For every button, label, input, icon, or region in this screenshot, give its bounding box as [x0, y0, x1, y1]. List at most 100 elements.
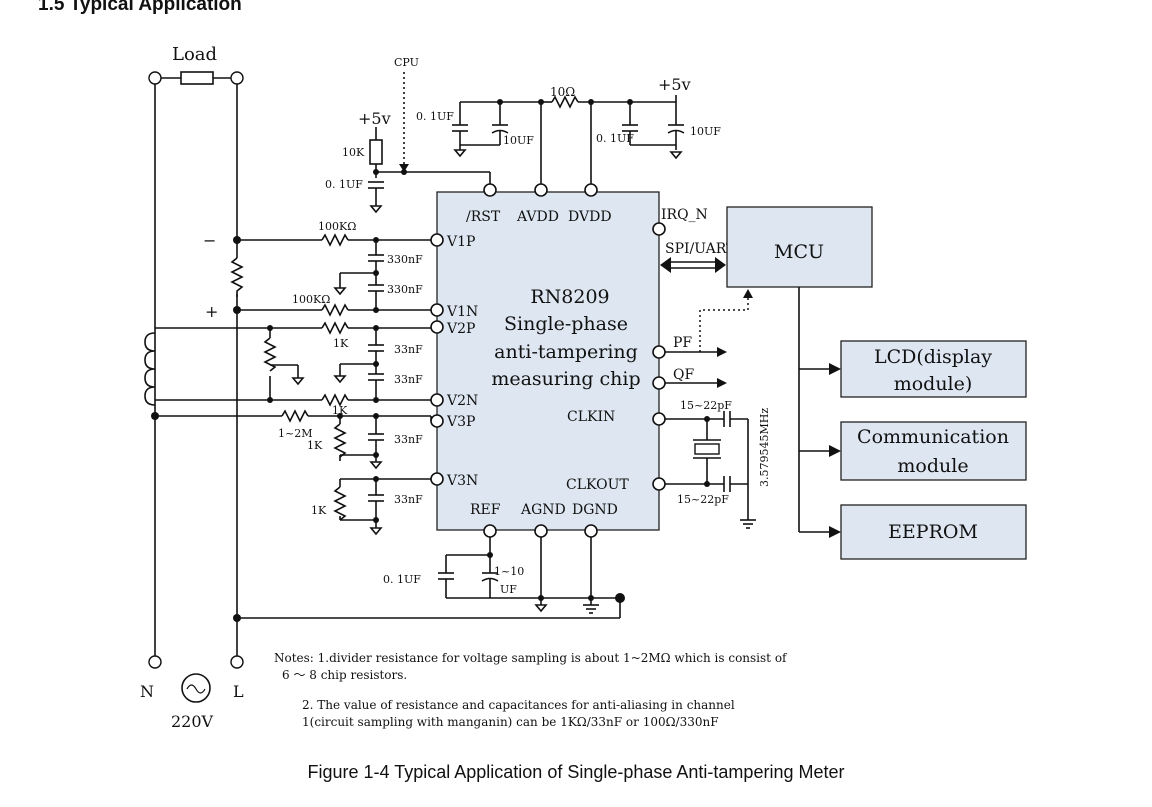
pin-rst — [483, 183, 497, 197]
label-1k-v3p: 1K — [307, 439, 323, 452]
label-v3p: V3P — [446, 414, 475, 430]
label-cap-dvdd-1: 0. 1UF — [596, 132, 634, 145]
label-v3n: V3N — [446, 473, 478, 489]
circuit-diagram: /RST AVDD DVDD IRQ_N SPI/UART V1P V1N V2… — [140, 44, 1027, 731]
label-cpu: CPU — [394, 56, 419, 69]
label-33nf-1: 33nF — [394, 343, 423, 356]
chip-name: RN8209 — [530, 286, 609, 308]
communication-block — [840, 421, 1027, 481]
resistor-10k — [369, 139, 383, 165]
label-10k: 10K — [342, 146, 365, 159]
comm-arrow-icon — [829, 445, 841, 457]
label-avdd: AVDD — [516, 209, 559, 225]
pin-qf — [652, 376, 666, 390]
comm-label-1: Communication — [857, 426, 1009, 448]
eeprom-arrow-icon — [829, 526, 841, 538]
label-33nf-3: 33nF — [394, 433, 423, 446]
label-10ohm: 10Ω — [550, 85, 575, 99]
label-33nf-4: 33nF — [394, 493, 423, 506]
pin-agnd — [534, 524, 548, 538]
label-cap-clkout: 15~22pF — [677, 493, 729, 506]
label-v1p: V1P — [446, 234, 475, 250]
pin-irq — [652, 222, 666, 236]
lcd-label-1: LCD(display — [874, 346, 992, 368]
label-qf: QF — [673, 367, 694, 383]
spi-arrow-left-icon — [660, 257, 671, 273]
label-dvdd: DVDD — [568, 209, 612, 225]
terminal-l-top — [230, 71, 244, 85]
notes-line-1: Notes: 1.divider resistance for voltage … — [274, 651, 788, 665]
pin-dgnd — [584, 524, 598, 538]
pin-clkin — [652, 412, 666, 426]
pin-pf — [652, 345, 666, 359]
label-1k-v2n: 1K — [332, 404, 348, 417]
ct-burden-resistor — [263, 337, 277, 372]
label-5v-right: +5v — [658, 75, 691, 94]
chip-desc-1: Single-phase — [504, 313, 628, 335]
label-crystal: 3.579545MHz — [758, 408, 771, 487]
label-1-2m: 1~2M — [278, 427, 312, 440]
pin-v2p — [430, 320, 444, 334]
label-100k-v1n: 100KΩ — [292, 293, 330, 306]
label-rst: /RST — [466, 209, 501, 225]
pin-ref — [483, 524, 497, 538]
label-spi: SPI/UART — [665, 241, 736, 257]
figure-caption: Figure 1-4 Typical Application of Single… — [307, 762, 845, 782]
lcd-label-2: module) — [894, 373, 973, 395]
eeprom-label: EEPROM — [888, 521, 978, 543]
shunt-resistor — [230, 257, 244, 297]
resistor-divider — [281, 409, 309, 423]
spi-arrow-right-icon — [715, 257, 726, 273]
resistor-100k-v1p — [321, 233, 349, 247]
label-v1n: V1N — [446, 304, 478, 320]
crystal-icon — [694, 443, 720, 455]
qf-arrow-icon — [717, 378, 727, 388]
label-cap-avdd-2: 10UF — [503, 134, 534, 147]
pin-avdd — [534, 183, 548, 197]
label-irq: IRQ_N — [661, 207, 708, 223]
label-5v-left: +5v — [358, 109, 391, 128]
terminal-n-top — [148, 71, 162, 85]
mcu-label: MCU — [774, 241, 824, 263]
label-v2p: V2P — [446, 321, 475, 337]
notes-line-4: 1(circuit sampling with manganin) can be… — [302, 715, 719, 729]
label-33nf-2: 33nF — [394, 373, 423, 386]
label-cap-dvdd-2: 10UF — [690, 125, 721, 138]
notes-line-2: 6 ～ 8 chip resistors. — [282, 668, 407, 682]
chip-desc-2: anti-tampering — [494, 341, 638, 363]
lcd-arrow-icon — [829, 363, 841, 375]
rn8209-chip — [436, 191, 660, 531]
resistor-1k-v2p — [321, 321, 349, 335]
label-100k-v1p: 100KΩ — [318, 220, 356, 233]
label-330nf-1: 330nF — [387, 253, 423, 266]
eeprom-block — [840, 504, 1027, 560]
label-330nf-2: 330nF — [387, 283, 423, 296]
label-v2n: V2N — [446, 393, 478, 409]
comm-label-2: module — [897, 455, 968, 477]
label-load: Load — [172, 44, 217, 65]
pin-v1n — [430, 303, 444, 317]
pin-v2n — [430, 393, 444, 407]
label-ref: REF — [470, 502, 501, 518]
pin-v3n — [430, 472, 444, 486]
pin-v1p — [430, 233, 444, 247]
mcu-block — [726, 206, 873, 288]
label-cap-avdd-1: 0. 1UF — [416, 110, 454, 123]
label-clkin: CLKIN — [567, 409, 615, 425]
label-minus: − — [203, 231, 216, 250]
sine-icon — [186, 684, 206, 694]
resistor-1k-v3n — [333, 486, 347, 521]
terminal-n-bottom — [148, 655, 162, 669]
label-1k-v2p: 1K — [333, 337, 349, 350]
label-220v: 220V — [171, 712, 214, 731]
notes-line-3: 2. The value of resistance and capacitan… — [302, 698, 735, 712]
label-1-10uf-b: UF — [500, 583, 517, 596]
section-heading: 1.5 Typical Application — [38, 0, 242, 15]
chip-desc-3: measuring chip — [491, 368, 640, 390]
label-1-10uf-a: 1~10 — [494, 565, 524, 578]
pin-clkout — [652, 477, 666, 491]
label-agnd: AGND — [520, 502, 566, 518]
terminal-l-bottom — [230, 655, 244, 669]
resistor-1k-v3p — [333, 423, 347, 458]
label-cap-rst: 0. 1UF — [325, 178, 363, 191]
